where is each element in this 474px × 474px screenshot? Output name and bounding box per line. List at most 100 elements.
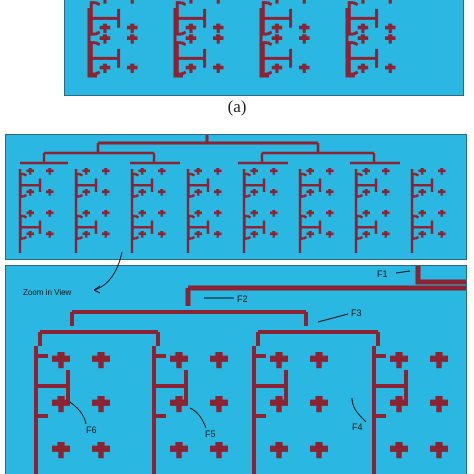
a-sub-top-3-patch-1: [357, 23, 369, 34]
b-sub-top-0-feed-mid: [20, 178, 42, 192]
b-sub-bot-7-feed-stub: [414, 214, 420, 240]
b-sub-top-5-feed-stub: [302, 172, 308, 198]
b-sub-top-4-feed-mid: [244, 178, 266, 192]
a-sub-bot-1-patch-1: [185, 63, 197, 74]
feed-label-f6: F6: [86, 425, 97, 435]
b-sub-top-3-feed-stub: [190, 172, 196, 198]
b-sub-top-4-patch-2: [270, 168, 278, 175]
a-sub-top-0-feed-stub: [94, 1, 101, 36]
z-2-patch-2: [270, 442, 288, 459]
b-sub-top-1-feed-mid: [76, 178, 98, 192]
a-sub-top-1-feed-mid: [177, 8, 207, 28]
z-2-patch-1: [270, 396, 288, 413]
z-3-patch-5: [430, 442, 448, 459]
b-sub-bot-3-patch-1: [194, 231, 202, 238]
b-sub-bot-2-patch-3: [158, 231, 166, 238]
b-sub-bot-3-feed-stub: [190, 214, 196, 240]
b-sub-bot-7-patch-1: [418, 231, 426, 238]
a-sub-top-2-patch-1: [271, 23, 283, 34]
a-sub-top-0-patch-2: [130, 0, 134, 4]
a-sub-bot-0-patch-1: [99, 63, 111, 74]
a-sub-bot-3-patch-0: [357, 34, 369, 44]
a-sub-bot-2-feed-mid: [263, 48, 293, 68]
z-stub-3: [374, 354, 386, 418]
b-sub-top-6-feed-stub: [358, 172, 364, 198]
a-sub-bot-0-patch-2: [127, 34, 138, 44]
b-sub-top-1-patch-0: [82, 168, 90, 175]
z-feed-f3: [70, 310, 308, 326]
a-sub-top-1-patch-0: [189, 0, 193, 4]
b-sub-top-4-feed-stub: [246, 172, 252, 198]
z-feed-l3: [38, 330, 380, 346]
b-sub-top-6-patch-2: [382, 168, 390, 175]
b-sub-bot-4-patch-3: [270, 231, 278, 238]
b-sub-bot-3-patch-3: [214, 231, 222, 238]
a-sub-top-3-patch-2: [388, 0, 392, 4]
z-0-patch-0: [52, 352, 70, 369]
b-sub-top-6-feed-mid: [356, 178, 378, 192]
b-sub-bot-0-patch-1: [26, 231, 34, 238]
b-sub-bot-3-feed-mid: [188, 220, 210, 234]
arrow-f1: [395, 270, 411, 274]
b-sub-bot-5-patch-2: [326, 210, 334, 217]
b-sub-bot-4-patch-2: [270, 210, 278, 217]
a-sub-bot-0-feed-mid: [91, 48, 121, 68]
b-sub-bot-3-patch-0: [194, 210, 202, 217]
b-sub-top-3-patch-3: [214, 189, 222, 196]
a-sub-bot-3-patch-2: [385, 34, 396, 44]
a-sub-bot-1-patch-3: [213, 63, 224, 74]
arrow-f5: [189, 407, 207, 429]
b-sub-top-5-feed-mid: [300, 178, 322, 192]
b-sub-bot-7-patch-2: [438, 210, 446, 217]
b-sub-top-6-patch-1: [362, 189, 370, 196]
b-sub-bot-2-patch-2: [158, 210, 166, 217]
arrow-f3: [317, 313, 349, 323]
b-sub-top-3-feed-mid: [188, 178, 210, 192]
b-sub-bot-4-feed-stub: [246, 214, 252, 240]
a-sub-bot-2-feed-stub: [266, 41, 273, 76]
array-b-traces: [18, 135, 446, 253]
z-stub-0: [36, 354, 48, 418]
feed-label-f4: F4: [352, 422, 363, 432]
b-sub-top-0-patch-3: [46, 189, 54, 196]
z-2-patch-5: [310, 442, 328, 459]
b-sub-bot-4-patch-0: [250, 210, 258, 217]
z-2-patch-4: [310, 396, 328, 413]
b-sub-top-5-patch-2: [326, 168, 334, 175]
b-sub-top-1-patch-3: [102, 189, 110, 196]
b-sub-top-4-patch-3: [270, 189, 278, 196]
b-sub-top-5-patch-0: [306, 168, 314, 175]
a-sub-bot-2-feed-left: [261, 41, 268, 76]
b-sub-top-5-patch-3: [326, 189, 334, 196]
b-sub-bot-6-patch-2: [382, 210, 390, 217]
feed-label-f1: F1: [377, 269, 388, 279]
array-panel-b: [5, 134, 467, 260]
b-sub-top-7-patch-2: [438, 168, 446, 175]
b-sub-top-2-patch-0: [138, 168, 146, 175]
array-panel-a: [64, 0, 464, 96]
a-sub-top-3-patch-0: [361, 0, 365, 4]
a-sub-top-2-patch-3: [299, 23, 310, 34]
feed-label-f5: F5: [205, 429, 216, 439]
z-1-patch-5: [210, 442, 228, 459]
z-3-patch-1: [390, 396, 408, 413]
feed-label-f2: F2: [237, 294, 248, 304]
a-sub-bot-0-feed-stub: [94, 41, 101, 76]
a-sub-bot-2-patch-3: [299, 63, 310, 74]
a-sub-bot-2-patch-2: [299, 34, 310, 44]
zoom-traces: Zoom in View F1 F2 F3 F4 F5 F6: [23, 266, 466, 474]
b-sub-top-2-patch-2: [158, 168, 166, 175]
a-sub-top-1-feed-stub: [180, 1, 187, 36]
b-tree-l3: [20, 153, 400, 165]
b-sub-top-1-patch-1: [82, 189, 90, 196]
b-sub-top-5-patch-1: [306, 189, 314, 196]
z-2-patch-3: [310, 352, 328, 369]
z-stub-2: [254, 354, 266, 418]
b-sub-top-1-feed-stub: [78, 172, 84, 198]
zoom-in-label: Zoom in View: [23, 288, 72, 297]
a-sub-top-3-feed-stub: [352, 1, 359, 36]
z-1-patch-3: [210, 352, 228, 369]
z-3-patch-4: [430, 396, 448, 413]
a-sub-top-2-feed-mid: [263, 8, 293, 28]
